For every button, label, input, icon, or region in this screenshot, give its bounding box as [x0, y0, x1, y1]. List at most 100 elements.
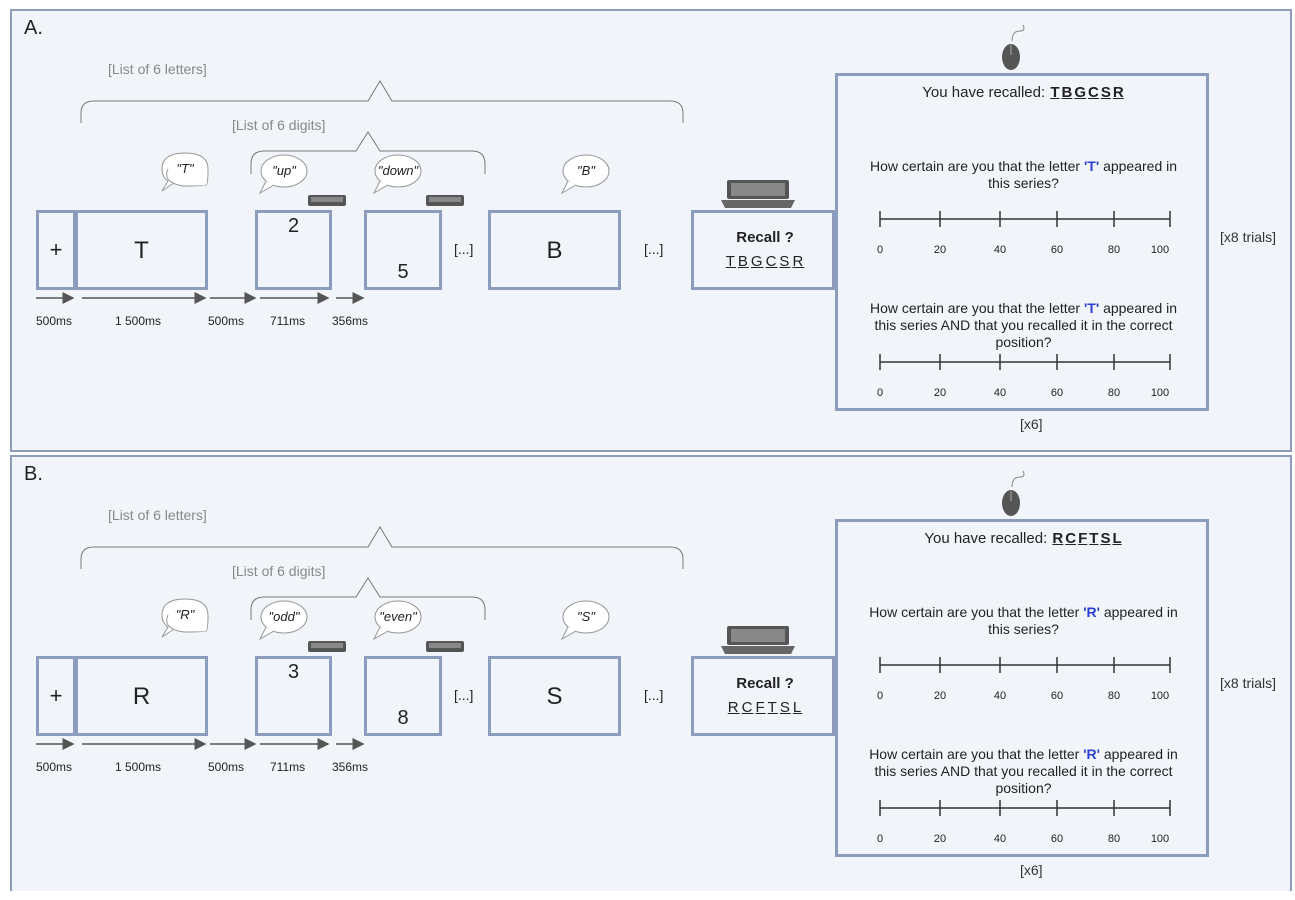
end-ellipsis: [...]: [644, 241, 664, 257]
recalled-prefix: You have recalled:: [924, 530, 1048, 547]
keyboard-icon: [308, 195, 346, 206]
scale-tick-label: 20: [933, 244, 947, 256]
question-2: How certain are you that the letter 'T' …: [858, 300, 1189, 351]
letters-bracket: [80, 80, 684, 123]
scale-tick-label: 0: [876, 833, 884, 845]
digit1: 2: [287, 215, 300, 237]
scale-1-ticks: [879, 211, 1171, 227]
digit1-box: 3: [255, 656, 332, 736]
digits-bracket: [250, 131, 486, 174]
recall-letter: F: [755, 699, 766, 716]
scale-tick-label: 40: [993, 833, 1007, 845]
fixation-cross: +: [49, 683, 63, 708]
fixation-cross: +: [49, 237, 63, 262]
last-letter: S: [546, 683, 563, 710]
recall-letter: G: [750, 253, 764, 270]
fixation-box: +: [36, 210, 76, 290]
recalled-letter: F: [1078, 530, 1088, 547]
scale-tick-label: 100: [1150, 244, 1170, 256]
digit2: 5: [397, 261, 409, 283]
speech-bubble-icon: [258, 600, 308, 641]
recall-letter: R: [792, 253, 805, 270]
recalled-letter: T: [1089, 530, 1099, 547]
repeat-label: [x6]: [1020, 862, 1043, 878]
question-2: How certain are you that the letter 'R' …: [858, 746, 1189, 797]
panel-b-content: B. [List of 6 letters] [List of 6 digits…: [2, 457, 1295, 900]
scale-2-ticks: [879, 354, 1171, 370]
q1-before: How certain are you that the letter: [869, 158, 1081, 174]
recalled-letter: B: [1061, 84, 1073, 101]
digit1-bubble-text: "odd": [268, 609, 300, 624]
panel-a-content: A. [List of 6 letters] [List of 6 digits…: [2, 11, 1295, 454]
digit1-box: 2: [255, 210, 332, 290]
scale-1[interactable]: [838, 202, 1212, 242]
digit2-bubble-text: "down": [377, 163, 419, 178]
scale-tick-label: 60: [1050, 833, 1064, 845]
first-letter-bubble-text: "T": [176, 161, 194, 176]
end-ellipsis: [...]: [644, 687, 664, 703]
scale-2-labels: 0 20 40 60 80 100: [838, 833, 1212, 849]
letters-bracket-label: [List of 6 letters]: [108, 61, 207, 77]
timeline-arrows: [36, 292, 365, 304]
scale-tick-label: 0: [876, 387, 884, 399]
laptop-icon: [721, 180, 795, 208]
digit1: 3: [287, 661, 300, 683]
recall-letter: C: [765, 253, 778, 270]
q1-after: appeared in this series?: [988, 158, 1178, 191]
digit1-bubble-text: "up": [272, 163, 296, 178]
fixation-box: +: [36, 656, 76, 736]
digits-bracket: [250, 577, 486, 620]
timing-4: 711ms: [270, 760, 306, 774]
timing-4: 711ms: [270, 314, 306, 328]
digits-bracket-label: [List of 6 digits]: [232, 563, 326, 579]
recall-letter: T: [725, 253, 736, 270]
q2-letter: 'T': [1083, 300, 1100, 316]
timing-2: 1 500ms: [115, 760, 162, 774]
mid-ellipsis: [...]: [454, 687, 474, 703]
last-letter-box: S: [488, 656, 621, 736]
mouse-icon: [1002, 24, 1025, 70]
question-1: How certain are you that the letter 'T' …: [868, 158, 1179, 192]
laptop-icon: [721, 626, 795, 654]
scale-tick-label: 60: [1050, 387, 1064, 399]
scale-tick-label: 100: [1150, 833, 1170, 845]
speech-bubbles: [161, 152, 610, 195]
keyboard-icon: [426, 195, 464, 206]
scale-2[interactable]: [838, 345, 1212, 385]
first-letter-box: R: [75, 656, 208, 736]
scale-tick-label: 0: [876, 244, 884, 256]
mid-ellipsis: [...]: [454, 241, 474, 257]
scale-tick-label: 20: [933, 833, 947, 845]
timing-5: 356ms: [332, 760, 369, 774]
question-1: How certain are you that the letter 'R' …: [868, 604, 1179, 638]
speech-bubble-icon: [560, 154, 610, 195]
speech-bubble-icon: [560, 600, 610, 641]
digit2-box: 8: [364, 656, 442, 736]
speech-bubble-icon: [161, 598, 209, 638]
scale-tick-label: 80: [1107, 387, 1121, 399]
last-letter-bubble-text: "B": [577, 163, 595, 178]
scale-tick-label: 80: [1107, 833, 1121, 845]
last-letter-box: B: [488, 210, 621, 290]
scale-tick-label: 40: [993, 244, 1007, 256]
timing-1: 500ms: [36, 314, 73, 328]
q2-after: appeared in this series AND that you rec…: [874, 746, 1178, 796]
panel-label: B.: [24, 463, 43, 485]
recall-letter: S: [779, 253, 791, 270]
scale-tick-label: 0: [876, 690, 884, 702]
recalled-letter: R: [1112, 84, 1124, 101]
brackets: [80, 526, 684, 620]
scale-1[interactable]: [838, 648, 1212, 688]
timing-5: 356ms: [332, 314, 369, 328]
q2-after: appeared in this series AND that you rec…: [874, 300, 1178, 350]
digit2-box: 5: [364, 210, 442, 290]
scale-2[interactable]: [838, 791, 1212, 831]
